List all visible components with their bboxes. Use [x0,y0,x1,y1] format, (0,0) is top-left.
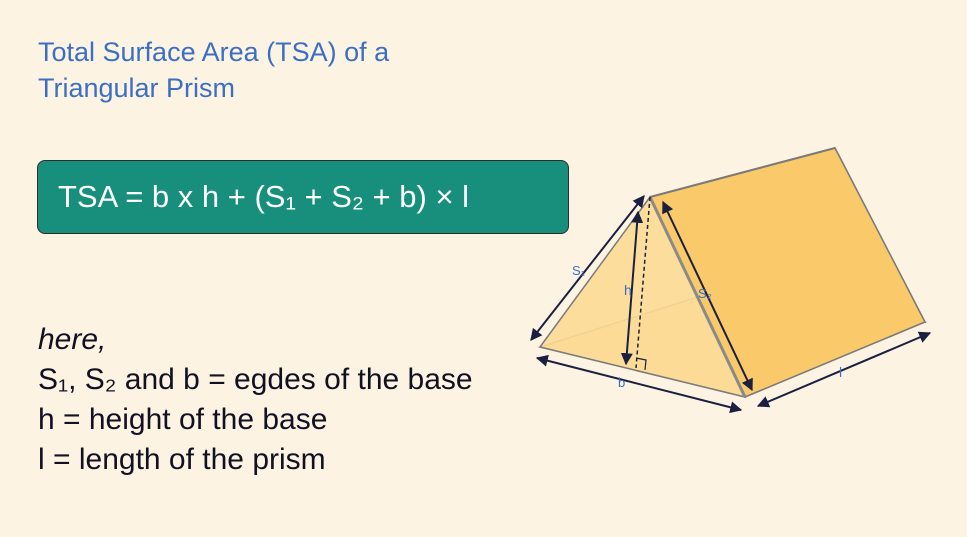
legend: here, S₁, S₂ and b = egdes of the base h… [38,320,473,480]
b-label: b [618,375,625,390]
prism-ridge-edge [649,147,836,198]
legend-line-height: h = height of the base [38,403,328,436]
title-line-1: Total Surface Area (TSA) of a [38,37,390,67]
s1-label: S₁ [572,263,586,278]
title-line-2: Triangular Prism [38,73,236,103]
page-title: Total Surface Area (TSA) of a Triangular… [38,34,558,106]
b-arrow [535,354,743,414]
legend-line-edges: S₁, S₂ and b = egdes of the base [38,363,473,396]
legend-intro: here, [38,323,107,356]
l-label: l [839,364,842,380]
s2-label: S₂ [698,286,712,301]
h-label: h [624,282,632,298]
h-arrow [620,210,644,366]
legend-line-length: l = length of the prism [38,443,326,476]
formula-text: TSA = b x h + (S₁ + S₂ + b) × l [58,179,470,214]
formula-box: TSA = b x h + (S₁ + S₂ + b) × l [37,160,569,234]
l-arrow [756,331,932,408]
